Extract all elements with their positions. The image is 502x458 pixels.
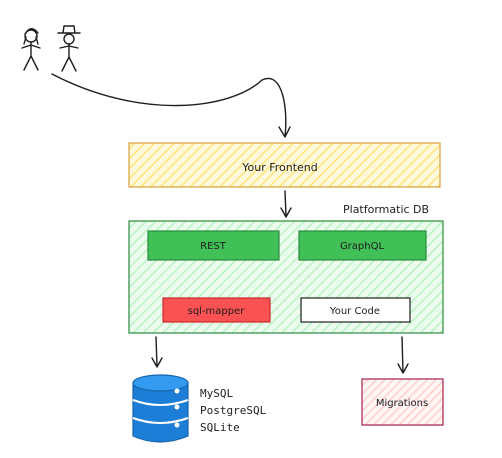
user-icon bbox=[21, 28, 41, 71]
platform-to-database-arrow bbox=[151, 336, 163, 368]
sqlmapper-label: sql-mapper bbox=[188, 306, 246, 317]
migrations-box bbox=[361, 378, 444, 426]
migrations-label: Migrations bbox=[376, 398, 428, 409]
yourcode-label: Your Code bbox=[329, 306, 380, 317]
graphql-label: GraphQL bbox=[340, 241, 385, 252]
platform-to-migrations-arrow bbox=[397, 336, 409, 374]
platform-label: Platformatic DB bbox=[343, 203, 429, 216]
yourcode-box bbox=[300, 297, 411, 323]
database-label-sqlite: SQLite bbox=[200, 421, 240, 434]
database-label-postgresql: PostgreSQL bbox=[200, 404, 267, 417]
sqlmapper-box bbox=[162, 297, 271, 323]
database-icon bbox=[132, 374, 189, 443]
graphql-box bbox=[298, 230, 427, 261]
frontend-label: Your Frontend bbox=[241, 161, 318, 174]
rest-label: REST bbox=[200, 241, 227, 252]
frontend-box bbox=[128, 142, 441, 188]
database-label-mysql: MySQL bbox=[200, 387, 233, 400]
rest-box bbox=[147, 230, 280, 261]
users-to-frontend-arrow bbox=[51, 73, 291, 138]
frontend-to-platform-arrow bbox=[280, 190, 292, 218]
user-hat-icon bbox=[57, 25, 81, 72]
